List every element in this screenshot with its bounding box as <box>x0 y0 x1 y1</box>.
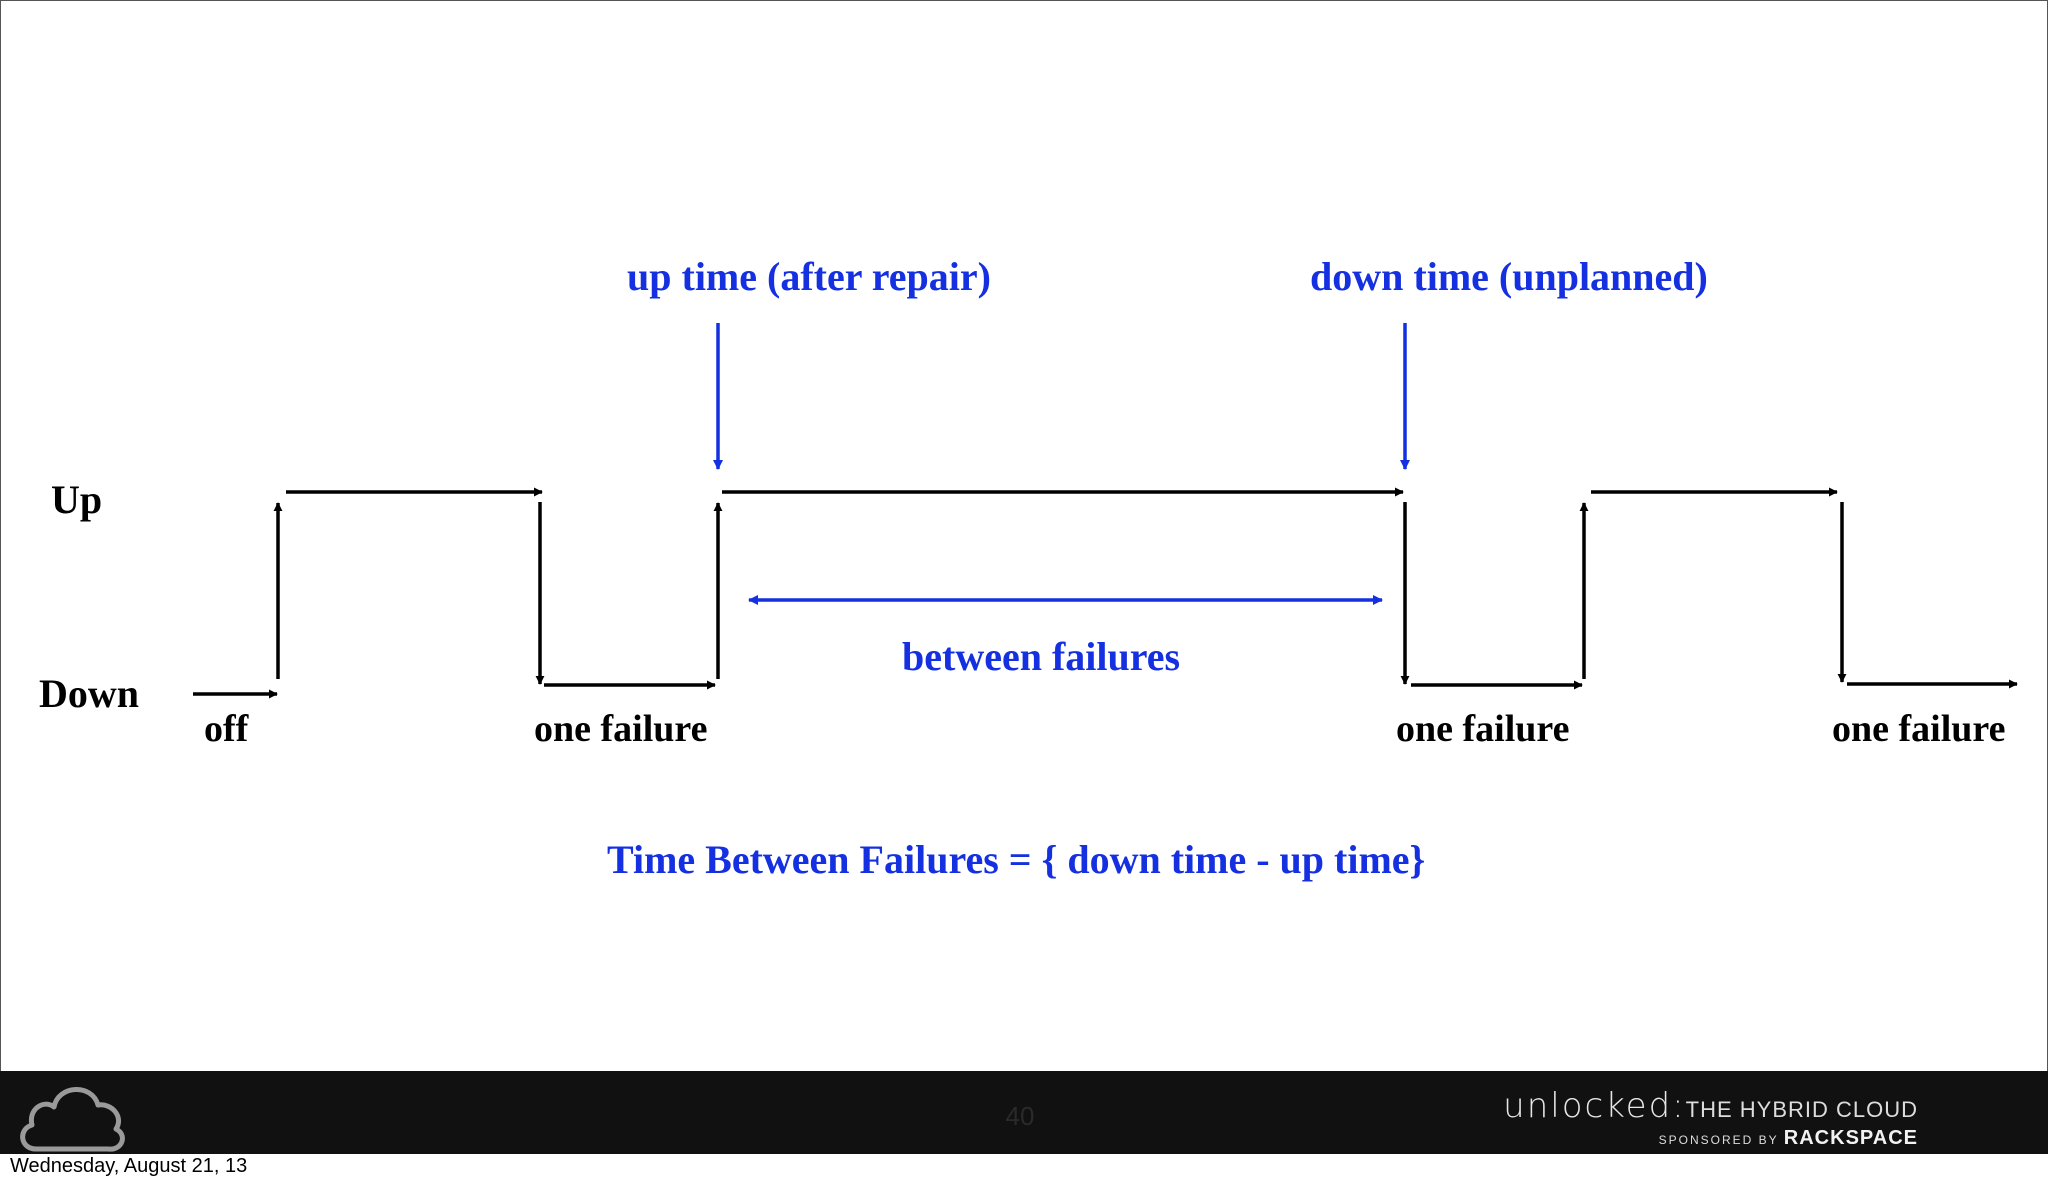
sponsor-prefix: SPONSORED BY <box>1658 1133 1779 1147</box>
brand-wordmark: unlocked: <box>1503 1086 1686 1126</box>
sponsor-name: RACKSPACE <box>1783 1127 1918 1149</box>
page-number: 40 <box>1005 1101 1035 1131</box>
event-label-failure-2: one failure <box>1396 708 1569 750</box>
up-time-annotation: up time (after repair) <box>627 254 991 299</box>
state-label-up: Up <box>51 477 102 522</box>
brand-logo: unlocked:THE HYBRID CLOUD SPONSORED BY R… <box>1503 1089 1918 1151</box>
failure-timeline-diagram: Up Down up time (after repair) down ti <box>39 254 2018 882</box>
event-label-failure-3: one failure <box>1832 708 2005 750</box>
event-label-off: off <box>204 708 250 750</box>
annotation-arrows <box>713 323 1410 605</box>
down-time-annotation: down time (unplanned) <box>1310 254 1708 299</box>
formula-text: Time Between Failures = { down time - up… <box>607 837 1425 882</box>
date-caption: Wednesday, August 21, 13 <box>10 1155 248 1177</box>
slide-footer: 40 unlocked:THE HYBRID CLOUD SPONSORED B… <box>0 1071 2048 1154</box>
timeline-waveform <box>193 487 2018 699</box>
state-label-down: Down <box>39 671 139 716</box>
brand-tagline: THE HYBRID CLOUD <box>1685 1097 1918 1122</box>
slide: Up Down up time (after repair) down ti <box>0 0 2048 1071</box>
cloud-icon <box>20 1087 125 1152</box>
event-label-failure-1: one failure <box>534 708 707 750</box>
between-failures-label: between failures <box>902 634 1180 679</box>
